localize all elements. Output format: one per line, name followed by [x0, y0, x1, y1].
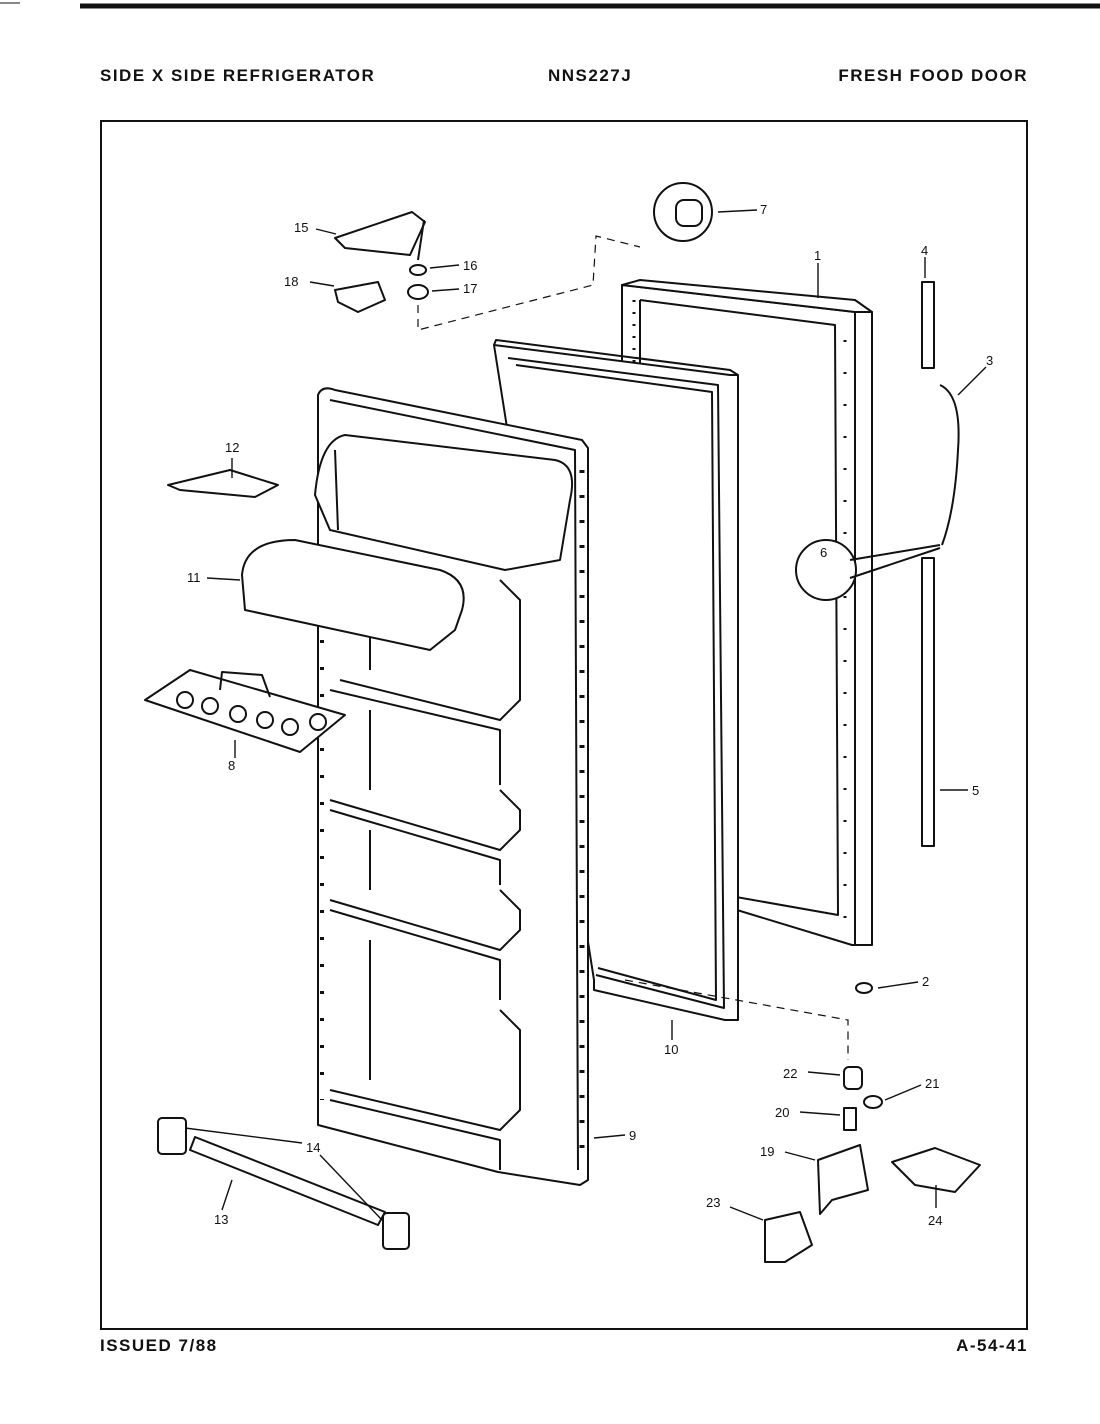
bushing-16	[409, 264, 427, 276]
hinge-pin-20	[843, 1107, 857, 1131]
door-liner	[314, 387, 589, 1186]
header-section-name: FRESH FOOD DOOR	[838, 66, 1028, 85]
callout-18: 18	[284, 274, 298, 289]
callout-4: 4	[921, 243, 928, 258]
callout-7: 7	[760, 202, 767, 217]
dairy-door-cover	[241, 539, 465, 651]
egg-tray	[144, 669, 346, 753]
callout-11: 11	[187, 570, 201, 585]
bottom-trim-bar	[157, 1117, 410, 1250]
handle-trim-top	[921, 281, 935, 369]
callout-9: 9	[629, 1128, 636, 1143]
issued-date: ISSUED 7/88	[100, 1336, 218, 1355]
top-hinge	[334, 211, 426, 256]
bushing-17	[407, 284, 429, 300]
callout-5: 5	[972, 783, 979, 798]
callout-21: 21	[925, 1076, 939, 1091]
callout-16: 16	[463, 258, 477, 273]
bottom-hinge	[817, 1144, 869, 1215]
page-code: A-54-41	[956, 1336, 1028, 1355]
diagram-frame	[100, 120, 1028, 1330]
callout-15: 15	[294, 220, 308, 235]
callout-20: 20	[775, 1105, 789, 1120]
hinge-plate-24	[891, 1147, 981, 1193]
callout-23: 23	[706, 1195, 720, 1210]
door-handle	[939, 384, 960, 546]
hinge-pin-bushing	[843, 1066, 863, 1090]
callout-13: 13	[214, 1212, 228, 1227]
callout-3: 3	[986, 353, 993, 368]
top-rule	[0, 2, 1100, 9]
plug-button	[855, 982, 873, 994]
callout-17: 17	[463, 281, 477, 296]
callout-8: 8	[228, 758, 235, 773]
callout-22: 22	[783, 1066, 797, 1081]
header-model-number: NNS227J	[548, 66, 633, 85]
detail-circle-6	[795, 539, 857, 601]
callout-2: 2	[922, 974, 929, 989]
callout-6: 6	[820, 545, 827, 560]
callout-24: 24	[928, 1213, 942, 1228]
callout-1: 1	[814, 248, 821, 263]
washer-21	[863, 1095, 883, 1109]
butter-cover	[167, 469, 279, 498]
handle-trim-bottom	[921, 557, 935, 847]
callout-12: 12	[225, 440, 239, 455]
detail-circle-7	[653, 182, 713, 242]
header-product-type: SIDE X SIDE REFRIGERATOR	[100, 66, 376, 85]
hinge-bracket-23	[764, 1211, 813, 1263]
callout-14: 14	[306, 1140, 320, 1155]
hinge-shim	[334, 281, 386, 313]
callout-10: 10	[664, 1042, 678, 1057]
callout-19: 19	[760, 1144, 774, 1159]
